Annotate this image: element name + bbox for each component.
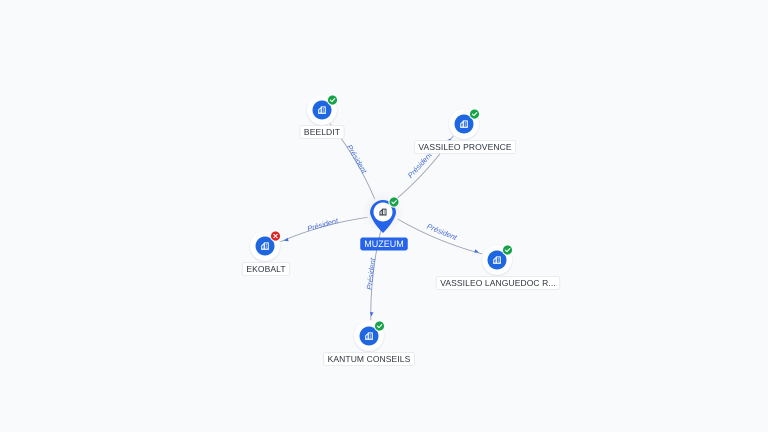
center-icon-bg — [373, 202, 393, 222]
center-label-text: MUZEUM — [364, 239, 404, 249]
center-label-box — [360, 237, 408, 251]
active-status-badge — [373, 320, 386, 332]
check-icon — [376, 324, 383, 329]
edge-relation-label: Président — [306, 216, 340, 233]
edge-ekobalt: Président — [280, 216, 368, 243]
edge-relation-label: Président — [406, 150, 435, 180]
inactive-status-badge — [269, 230, 282, 242]
node-label-text: KANTUM CONSEILS — [328, 354, 411, 364]
edge-relation-label: Président — [365, 257, 378, 290]
node-label-vassileo-provence[interactable]: VASSILEO PROVENCE — [414, 140, 516, 154]
node-label-vassileo-languedoc[interactable]: VASSILEO LANGUEDOC R... — [435, 276, 561, 290]
node-label-box — [414, 140, 516, 154]
check-icon — [391, 200, 397, 205]
edge-arrow-icon — [283, 237, 289, 242]
check-icon — [329, 98, 336, 103]
node-icon-bg — [255, 236, 275, 256]
building-icon — [493, 256, 501, 264]
check-icon — [471, 112, 478, 117]
node-label-box — [323, 352, 415, 366]
node-kantum-conseils[interactable]: KANTUM CONSEILS — [323, 320, 415, 366]
edge-kantum-conseils: Président — [365, 228, 382, 321]
building-icon — [365, 332, 373, 340]
edge-arrow-icon — [369, 311, 374, 317]
edge-relation-label: Président — [345, 143, 369, 176]
node-label-box — [299, 125, 345, 139]
edge-vassileo-languedoc: Président — [397, 218, 483, 255]
node-label-beeldit[interactable]: BEELDIT — [299, 125, 345, 139]
node-label-text: VASSILEO LANGUEDOC R... — [440, 278, 556, 288]
edge-arrow-icon — [474, 249, 479, 253]
node-label-kantum-conseils[interactable]: KANTUM CONSEILS — [323, 352, 415, 366]
edge-relation-label: Président — [426, 222, 460, 243]
node-label-box — [241, 262, 291, 276]
node-vassileo-languedoc[interactable]: VASSILEO LANGUEDOC R... — [435, 244, 561, 290]
active-status-badge — [326, 94, 339, 106]
node-icon-bg — [454, 114, 474, 134]
edge-line — [280, 216, 368, 243]
node-beeldit[interactable]: BEELDIT — [299, 94, 345, 139]
active-status-badge — [501, 244, 514, 256]
node-label-text: EKOBALT — [246, 264, 285, 274]
building-icon — [261, 242, 269, 250]
check-icon — [504, 248, 511, 253]
node-label-text: BEELDIT — [304, 127, 340, 137]
active-status-badge — [468, 108, 481, 120]
node-icon-bg — [487, 250, 507, 270]
node-label-box — [435, 276, 561, 290]
node-vassileo-provence[interactable]: VASSILEO PROVENCE — [414, 108, 516, 154]
building-icon — [460, 120, 468, 128]
center-node[interactable]: MUZEUM — [360, 191, 408, 251]
node-ekobalt[interactable]: EKOBALT — [241, 230, 291, 276]
building-icon — [318, 106, 326, 114]
active-status-badge — [388, 196, 400, 208]
node-label-ekobalt[interactable]: EKOBALT — [241, 262, 291, 276]
edge-line — [397, 218, 483, 255]
cross-icon — [273, 233, 278, 239]
building-icon — [379, 208, 387, 216]
node-icon-bg — [312, 100, 332, 120]
center-label[interactable]: MUZEUM — [360, 237, 408, 251]
node-label-text: VASSILEO PROVENCE — [418, 142, 511, 152]
node-icon-bg — [359, 326, 379, 346]
